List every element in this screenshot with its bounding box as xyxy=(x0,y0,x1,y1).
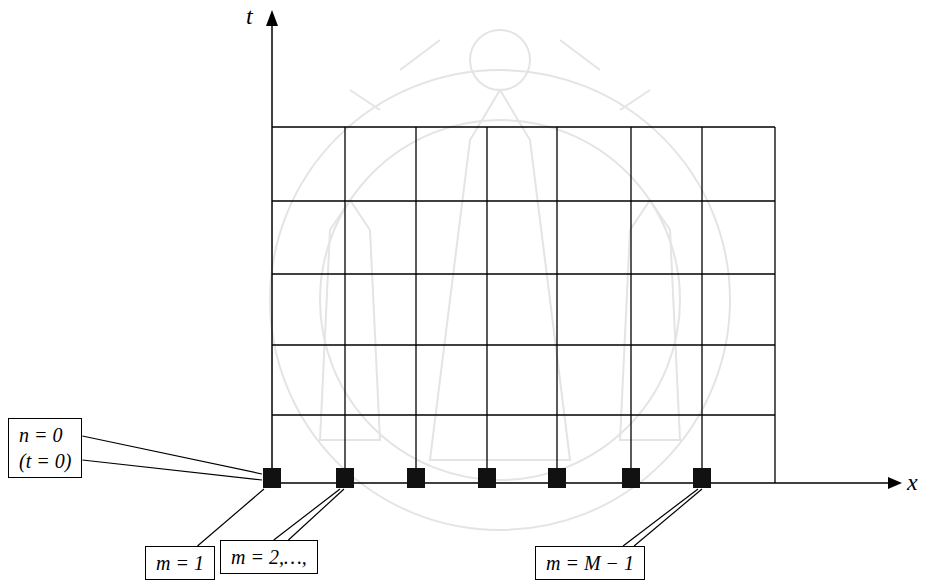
axis-label: t xyxy=(246,4,253,28)
leader-line xyxy=(623,489,698,546)
index-label: m = 1 xyxy=(156,550,204,576)
leader-line xyxy=(82,460,262,480)
leader-line xyxy=(634,489,702,546)
callout-box: m = M − 1 xyxy=(535,546,645,580)
leader-line xyxy=(288,489,344,540)
index-label: (t = 0) xyxy=(19,448,71,474)
callout-box: m = 2,…, xyxy=(220,540,318,574)
axis-label: x xyxy=(907,470,918,494)
grid-points xyxy=(263,468,711,488)
watermark-seal xyxy=(270,30,730,530)
index-label: n = 0 xyxy=(19,422,71,448)
index-label: m = 2,…, xyxy=(231,544,307,570)
grid-lines xyxy=(272,127,775,483)
leader-line xyxy=(274,489,340,540)
callout-box: m = 1 xyxy=(145,546,215,580)
leader-line xyxy=(197,489,264,546)
index-label: m = M − 1 xyxy=(546,550,634,576)
leader-line xyxy=(82,436,262,474)
callout-box: n = 0(t = 0) xyxy=(8,418,82,478)
axes xyxy=(266,10,902,489)
